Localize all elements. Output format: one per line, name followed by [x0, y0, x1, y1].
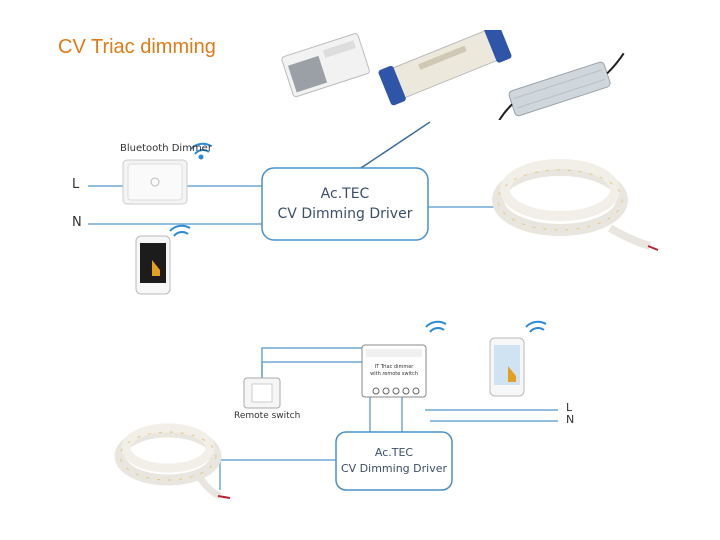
wifi-icon	[169, 224, 191, 237]
top-driver-name: Ac.TEC	[320, 186, 370, 202]
bottom-driver-box	[335, 431, 453, 491]
led-strip-top	[492, 159, 659, 251]
top-label-L: L	[72, 177, 80, 192]
led-strip-bottom	[114, 423, 231, 500]
top-driver-box	[261, 167, 429, 241]
wifi-icon	[425, 320, 447, 333]
remote-switch-device	[243, 377, 281, 409]
blue-driver-product	[378, 30, 512, 106]
pointer-arrow	[354, 121, 431, 173]
dimmer-label-line2: with remote switch	[370, 371, 418, 377]
bottom-label-N: N	[566, 413, 575, 426]
top-driver-type: CV Dimming Driver	[277, 206, 413, 222]
smartphone-top	[135, 235, 171, 295]
remote-switch-label: Remote switch	[234, 411, 301, 421]
top-label-N: N	[72, 215, 82, 230]
driver-products-image	[281, 30, 625, 120]
bluetooth-dimmer-label: Bluetooth Dimmer	[120, 143, 212, 154]
bottom-driver-name: Ac.TEC	[374, 446, 414, 459]
smartphone-bottom	[489, 337, 525, 397]
page-title: CV Triac dimming	[58, 36, 216, 58]
bottom-label-L: L	[566, 401, 573, 414]
white-driver-product	[281, 33, 370, 98]
bottom-wire-2	[261, 361, 362, 380]
wifi-icon	[190, 142, 212, 160]
bluetooth-dimmer-device	[122, 159, 188, 205]
triac-dimmer-module	[361, 344, 427, 398]
bottom-driver-type: CV Dimming Driver	[340, 462, 447, 475]
aluminium-driver-product	[496, 52, 625, 120]
dimmer-label-line1: IT Triac dimmer	[374, 364, 414, 370]
wifi-icon	[525, 320, 547, 333]
